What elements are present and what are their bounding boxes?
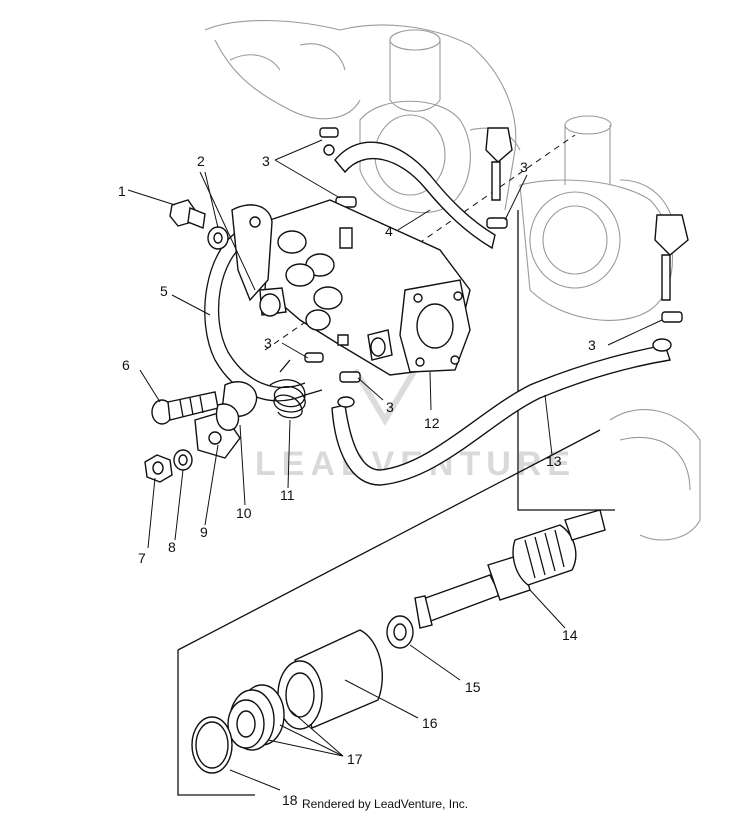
- o-ring-18: [191, 716, 233, 774]
- callout-labels: 1 2 3 3 4 5 3 3 6 3 12 13 11 10 9 8 7 14…: [118, 153, 596, 808]
- callout-3-far-right: 3: [588, 337, 596, 353]
- screw-6: [151, 391, 219, 425]
- callout-3-top: 3: [262, 153, 270, 169]
- leader-lines: [127, 139, 663, 791]
- callout-5: 5: [160, 283, 168, 299]
- plug-bolt-1: [169, 199, 206, 229]
- callout-8: 8: [168, 539, 176, 555]
- clamp-3d: [661, 311, 683, 323]
- callout-11: 11: [280, 487, 295, 503]
- lock-washer-8: [173, 449, 193, 471]
- callout-3-right: 3: [520, 159, 528, 175]
- hose-5: [204, 229, 306, 402]
- callout-9: 9: [200, 524, 208, 540]
- fittings: [485, 127, 689, 301]
- clamp-3e: [304, 352, 324, 363]
- callout-4: 4: [385, 223, 393, 239]
- clamp-3f: [339, 371, 361, 383]
- oil-pump-body: [259, 199, 471, 376]
- seals-17: [227, 684, 285, 751]
- spring-11: [269, 359, 323, 419]
- drive-shaft-14: [414, 509, 606, 629]
- callout-13: 13: [546, 453, 562, 469]
- callout-15: 15: [465, 679, 481, 695]
- callout-3-left: 3: [264, 335, 272, 351]
- footer-credit: Rendered by LeadVenture, Inc.: [302, 797, 468, 811]
- callout-6: 6: [122, 357, 130, 373]
- callout-17: 17: [347, 751, 363, 767]
- washer-15: [386, 615, 414, 649]
- clamp-3c: [486, 217, 508, 229]
- mounting-bracket: [231, 204, 273, 302]
- nut-7: [144, 454, 173, 483]
- washer-2: [207, 226, 229, 250]
- callout-7: 7: [138, 550, 146, 566]
- callout-10: 10: [236, 505, 252, 521]
- callout-1: 1: [118, 183, 126, 199]
- callout-16: 16: [422, 715, 438, 731]
- callout-14: 14: [562, 627, 578, 643]
- hose-4: [334, 141, 496, 250]
- callout-2: 2: [197, 153, 205, 169]
- hose-13: [331, 338, 672, 486]
- callout-18: 18: [282, 792, 298, 808]
- watermark-logo: [352, 368, 418, 426]
- washer-10: [215, 381, 258, 431]
- callout-12: 12: [424, 415, 440, 431]
- callout-3-lower: 3: [386, 399, 394, 415]
- sleeve-16: [277, 629, 384, 730]
- clamp-3a: [319, 127, 339, 156]
